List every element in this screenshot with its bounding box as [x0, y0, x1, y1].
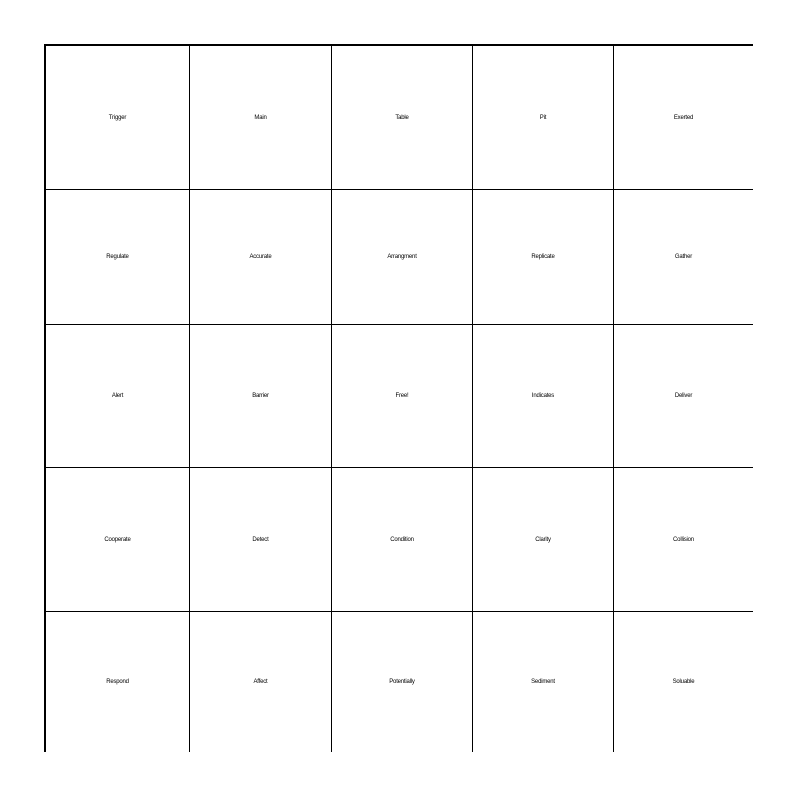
- bingo-cell[interactable]: Barrier: [190, 325, 332, 468]
- bingo-cell-label: Gather: [674, 254, 693, 260]
- bingo-cell[interactable]: Affect: [190, 612, 332, 752]
- bingo-cell-label: Collision: [673, 536, 694, 543]
- bingo-cell[interactable]: Accurate: [190, 190, 332, 325]
- bingo-cell[interactable]: Detect: [190, 468, 332, 612]
- bingo-cell[interactable]: Regulate: [46, 190, 190, 325]
- bingo-cell-label: Affect: [253, 679, 268, 685]
- bingo-cell-free[interactable]: Free!: [332, 325, 473, 468]
- bingo-cell-label: Table: [395, 114, 409, 121]
- bingo-cell[interactable]: Gather: [614, 190, 753, 325]
- bingo-cell-label: Sediment: [531, 679, 555, 685]
- bingo-cell[interactable]: Potentially: [332, 612, 473, 752]
- bingo-cell-label: Deliver: [674, 393, 693, 399]
- bingo-cell-label: Alert: [111, 393, 124, 399]
- bingo-cell[interactable]: Collision: [614, 468, 753, 612]
- bingo-cell[interactable]: Respond: [46, 612, 190, 752]
- bingo-cell-label: Arrangment: [387, 254, 417, 260]
- bingo-cell-label: Accurate: [249, 254, 272, 260]
- bingo-cell-label: Respond: [106, 679, 129, 685]
- bingo-cell[interactable]: Arrangment: [332, 190, 473, 325]
- bingo-cell-label: Main: [254, 114, 267, 121]
- bingo-cell[interactable]: Condition: [332, 468, 473, 612]
- bingo-cell[interactable]: Alert: [46, 325, 190, 468]
- bingo-cell[interactable]: Indicates: [473, 325, 614, 468]
- bingo-cell[interactable]: Cooperate: [46, 468, 190, 612]
- bingo-cell-label: Soluable: [672, 679, 695, 685]
- bingo-cell-label: Free!: [395, 393, 409, 399]
- bingo-cell[interactable]: Exerted: [614, 46, 753, 190]
- bingo-cell-label: Indicates: [531, 393, 555, 399]
- bingo-cell[interactable]: Main: [190, 46, 332, 190]
- bingo-cell[interactable]: Sediment: [473, 612, 614, 752]
- bingo-cell-label: Potentially: [389, 679, 415, 685]
- bingo-cell[interactable]: Pit: [473, 46, 614, 190]
- bingo-cell-label: Barrier: [252, 393, 269, 399]
- bingo-cell[interactable]: Soluable: [614, 612, 753, 752]
- bingo-cell[interactable]: Table: [332, 46, 473, 190]
- bingo-cell[interactable]: Replicate: [473, 190, 614, 325]
- bingo-cell-label: Clarity: [535, 536, 551, 543]
- bingo-cell-label: Exerted: [673, 114, 694, 121]
- bingo-cell-label: Condition: [390, 536, 414, 543]
- bingo-cell-label: Cooperate: [104, 536, 131, 543]
- bingo-cell-label: Regulate: [106, 254, 129, 260]
- bingo-cell[interactable]: Deliver: [614, 325, 753, 468]
- bingo-cell-label: Replicate: [531, 254, 555, 260]
- bingo-cell-label: Trigger: [108, 114, 127, 121]
- bingo-cell[interactable]: Trigger: [46, 46, 190, 190]
- bingo-cell-label: Pit: [539, 114, 547, 121]
- bingo-cell-label: Detect: [252, 536, 269, 543]
- bingo-cell[interactable]: Clarity: [473, 468, 614, 612]
